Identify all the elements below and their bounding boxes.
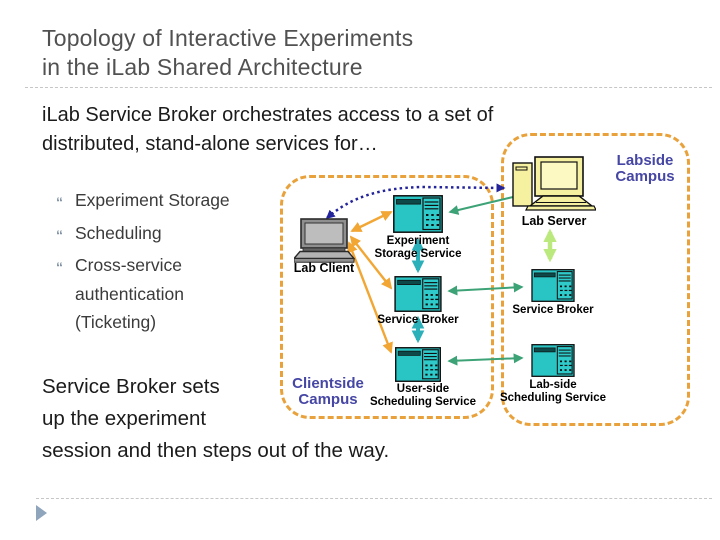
experiment-storage-server-icon bbox=[393, 195, 443, 233]
title-line-2: in the iLab Shared Architecture bbox=[42, 54, 363, 80]
bullet-item-experiment-storage: “ Experiment Storage bbox=[56, 186, 230, 215]
lab-client-label: Lab Client bbox=[293, 261, 355, 275]
experiment-storage-label: Experiment Storage Service bbox=[358, 235, 478, 261]
clientside-campus-box bbox=[280, 175, 494, 419]
lab-scheduling-server-icon bbox=[528, 344, 578, 377]
label-line: Experiment bbox=[386, 235, 450, 247]
label-line: Campus bbox=[298, 391, 358, 408]
intro-line-1: iLab Service Broker orchestrates access … bbox=[42, 104, 494, 126]
labside-campus-box bbox=[501, 133, 690, 426]
outro-line-2: up the experiment bbox=[42, 407, 207, 430]
outro-line-3: session and then steps out of the way. bbox=[42, 439, 390, 462]
bullet-item-cross-service-auth: “ Cross-service authentication (Ticketin… bbox=[56, 251, 230, 337]
label-line: Storage Service bbox=[374, 248, 462, 260]
outro-paragraph: Service Broker sets up the experiment se… bbox=[42, 371, 389, 467]
intro-paragraph: iLab Service Broker orchestrates access … bbox=[42, 101, 493, 159]
lab-server-icon bbox=[512, 156, 596, 214]
lab-service-broker-server-icon bbox=[528, 269, 578, 302]
laptop-icon bbox=[294, 218, 356, 264]
bullet-text-line-1: Cross-service bbox=[75, 255, 182, 275]
user-scheduling-server-icon bbox=[393, 347, 443, 382]
quote-bullet-icon: “ bbox=[56, 259, 63, 275]
user-scheduling-label: User-side Scheduling Service bbox=[362, 383, 484, 409]
label-line: Scheduling Service bbox=[369, 396, 477, 408]
label-line: Campus bbox=[615, 168, 675, 185]
label-line: Clientside bbox=[292, 375, 364, 392]
label-line: Scheduling Service bbox=[499, 392, 607, 404]
label-line: User-side bbox=[396, 383, 450, 395]
title-separator bbox=[25, 87, 712, 88]
bullet-item-scheduling: “ Scheduling bbox=[56, 219, 230, 248]
play-triangle-icon bbox=[36, 505, 47, 521]
quote-bullet-icon: “ bbox=[56, 226, 63, 243]
lab-server-label: Lab Server bbox=[521, 214, 587, 228]
lab-service-broker-label: Service Broker bbox=[512, 304, 594, 316]
client-service-broker-label: Service Broker bbox=[377, 314, 459, 326]
bullet-text-line-2: authentication bbox=[75, 283, 184, 304]
label-line: Lab-side bbox=[529, 379, 577, 391]
outro-line-1: Service Broker sets bbox=[42, 375, 220, 398]
quote-bullet-icon: “ bbox=[56, 194, 63, 210]
page-title: Topology of Interactive Experiments in t… bbox=[42, 24, 413, 82]
bullet-text-line-3: (Ticketing) bbox=[75, 312, 157, 332]
bullet-text: Experiment Storage bbox=[75, 190, 230, 210]
bullet-text: Scheduling bbox=[75, 222, 162, 243]
bullet-list: “ Experiment Storage “ Scheduling “ Cros… bbox=[56, 186, 230, 341]
labside-campus-label: Labside Campus bbox=[608, 153, 682, 185]
intro-line-2: distributed, stand-alone services for… bbox=[42, 133, 378, 155]
footer-separator bbox=[36, 498, 712, 499]
title-line-1: Topology of Interactive Experiments bbox=[42, 25, 414, 51]
label-line: Labside bbox=[616, 152, 674, 169]
clientside-campus-label: Clientside Campus bbox=[287, 376, 369, 408]
client-service-broker-server-icon bbox=[393, 276, 443, 312]
lab-scheduling-label: Lab-side Scheduling Service bbox=[493, 379, 613, 405]
